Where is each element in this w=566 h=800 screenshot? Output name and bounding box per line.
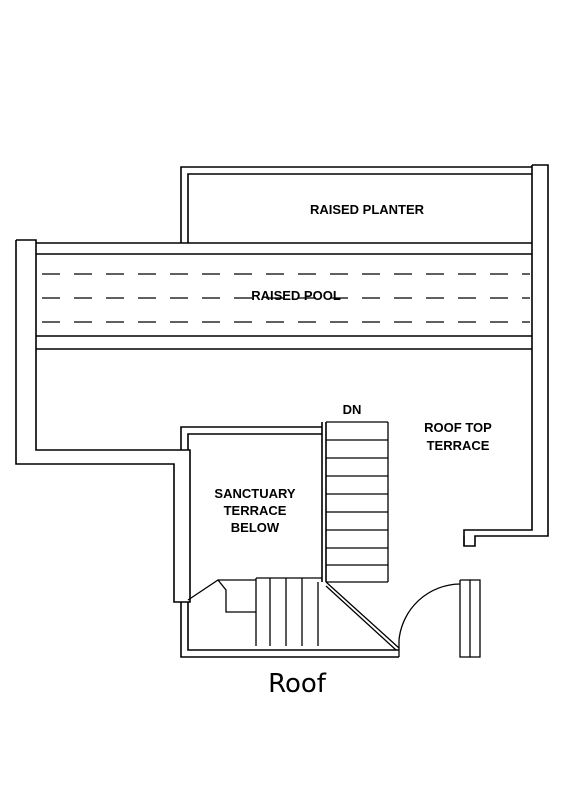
raised-planter-label: RAISED PLANTER [310, 202, 425, 217]
raised-pool [36, 242, 532, 350]
staircase-upper [326, 421, 389, 583]
staircase-lower [187, 577, 322, 646]
roof-top-terrace-label-2: TERRACE [427, 438, 490, 453]
sanctuary-label-2: TERRACE [224, 503, 287, 518]
roof-top-terrace-label-1: ROOF TOP [424, 420, 492, 435]
dn-label: DN [343, 402, 362, 417]
raised-planter-wall [180, 166, 532, 243]
sanctuary-label-1: SANCTUARY [214, 486, 295, 501]
sanctuary-enclosure [180, 422, 399, 658]
pool-water-dashes [42, 273, 530, 323]
plan-caption: Roof [268, 669, 327, 699]
left-wall [15, 239, 191, 603]
stair-landing [325, 581, 400, 651]
raised-pool-label: RAISED POOL [251, 288, 341, 303]
door [398, 579, 481, 658]
right-wall [463, 164, 549, 547]
sanctuary-label-3: BELOW [231, 520, 280, 535]
